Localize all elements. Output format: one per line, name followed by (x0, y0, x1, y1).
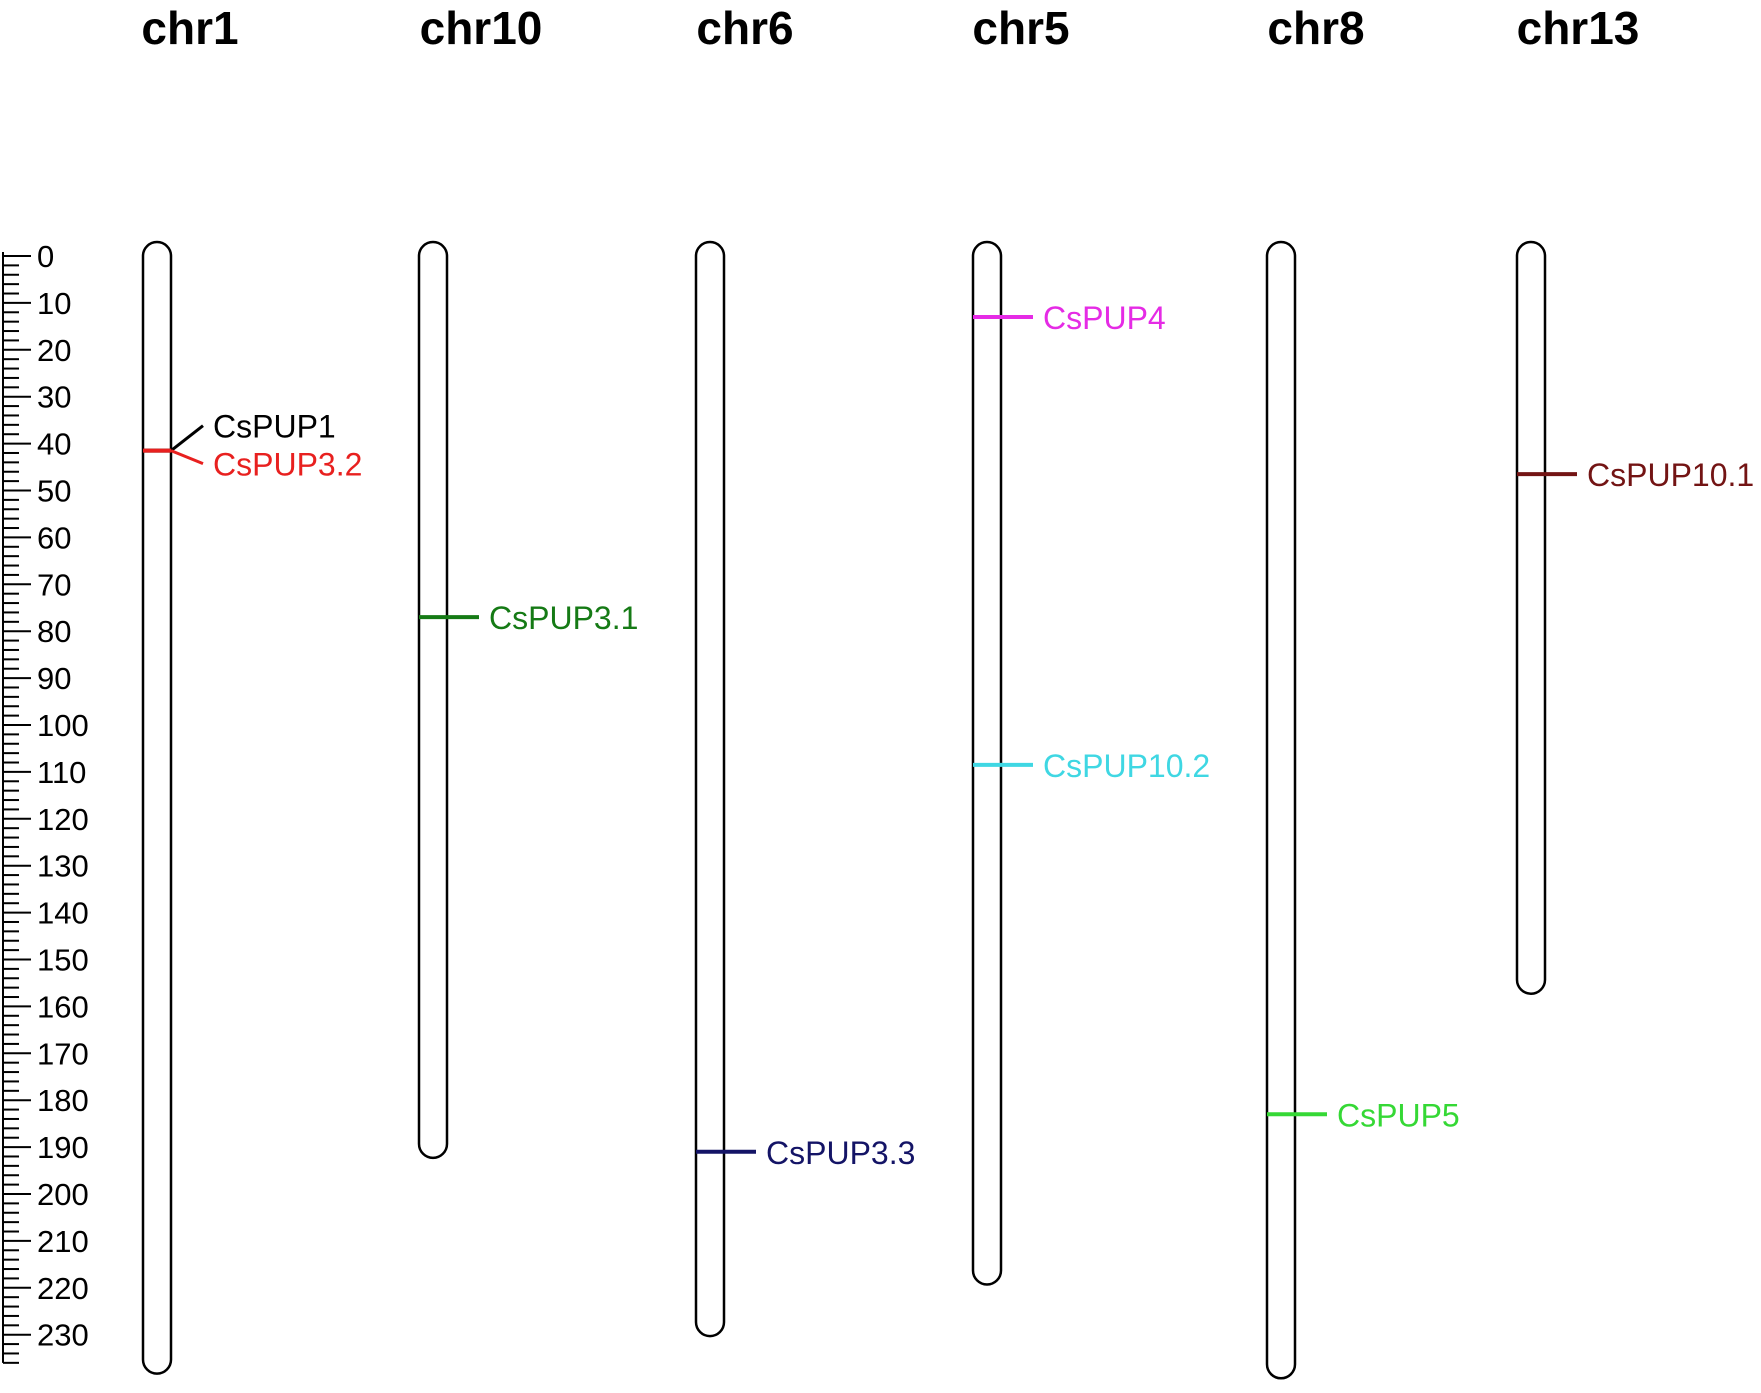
scale-tick-label: 160 (37, 989, 89, 1024)
scale-tick-label: 50 (37, 474, 71, 509)
gene-label: CsPUP3.2 (213, 447, 362, 483)
scale-tick-label: 220 (37, 1271, 89, 1306)
scale-tick-label: 70 (37, 567, 71, 602)
scale-tick-label: 140 (37, 896, 89, 931)
chromosome-title: chr1 (141, 2, 238, 54)
scale-tick-label: 60 (37, 520, 71, 555)
gene-label: CsPUP10.2 (1043, 748, 1210, 784)
gene-connector (170, 449, 204, 466)
scale-tick-label: 170 (37, 1036, 89, 1071)
gene-label: CsPUP5 (1337, 1097, 1460, 1133)
scale-tick-label: 30 (37, 380, 71, 415)
scale-tick-label: 230 (37, 1318, 89, 1353)
scale-tick-label: 20 (37, 333, 71, 368)
scale-tick-label: 190 (37, 1130, 89, 1165)
scale-tick-label: 10 (37, 286, 71, 321)
position-scale: 0 10 20 30 40 50 60 70 80 90 100 110 120 130 140 150 160… (2, 239, 89, 1364)
scale-tick-label: 150 (37, 943, 89, 978)
gene-label: CsPUP3.3 (766, 1135, 915, 1171)
scale-tick-label: 180 (37, 1083, 89, 1118)
scale-tick-label: 40 (37, 427, 71, 462)
chromosome-bar (141, 240, 173, 1375)
gene-label: CsPUP1 (213, 409, 336, 445)
scale-tick-label: 120 (37, 802, 89, 837)
gene-label: CsPUP3.1 (489, 600, 638, 636)
chromosome-title: chr5 (972, 2, 1069, 54)
chromosome-title: chr8 (1267, 2, 1364, 54)
scale-tick-label: 100 (37, 708, 89, 743)
scale-tick-label: 110 (37, 755, 86, 790)
scale-tick-label: 130 (37, 849, 89, 884)
scale-tick-label: 90 (37, 661, 71, 696)
chromosome-bar (417, 240, 449, 1160)
chromosome-title: chr10 (420, 2, 543, 54)
chromosome-title: chr13 (1517, 2, 1640, 54)
scale-tick-label: 80 (37, 614, 71, 649)
gene-label: CsPUP10.1 (1587, 457, 1754, 493)
chromosome-bar (1515, 240, 1547, 995)
chromosome-bar (694, 240, 726, 1338)
scale-tick-label: 210 (37, 1224, 89, 1259)
scale-tick-label: 0 (37, 239, 54, 274)
gene-connector (170, 424, 204, 452)
chromosome-bar (1265, 240, 1297, 1380)
chromosomes: chr1 chr10 chr6 chr5 chr8 chr13 (141, 2, 1640, 1380)
scale-tick-label: 200 (37, 1177, 89, 1212)
chromosome-title: chr6 (696, 2, 793, 54)
gene-label: CsPUP4 (1043, 300, 1166, 336)
